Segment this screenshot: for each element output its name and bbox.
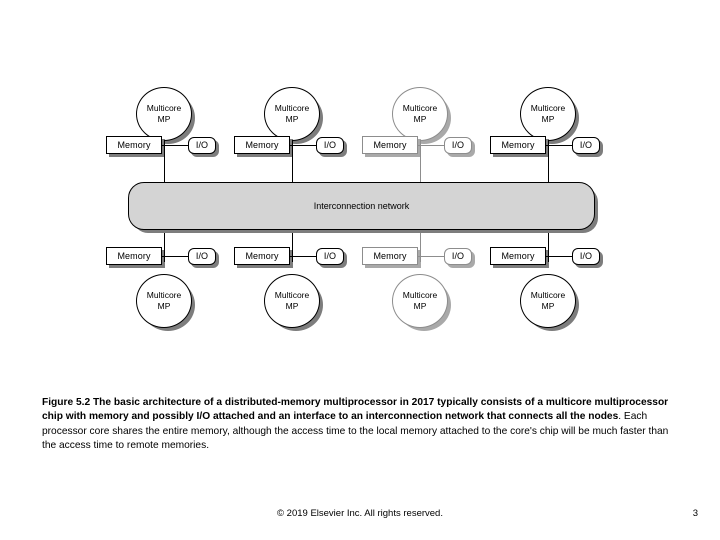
copyright-notice: © 2019 Elsevier Inc. All rights reserved… (277, 508, 443, 519)
multicore-mp-label-line1: Multicore (530, 290, 566, 301)
node-bus-connector (292, 140, 293, 182)
figure-caption-regular: . Each processor core shares the entire … (42, 411, 669, 452)
node-bus-connector (420, 140, 421, 182)
node-bus-connector (548, 230, 549, 262)
io-box: I/O (444, 137, 472, 154)
memory-label: Memory (373, 139, 407, 150)
multicore-mp-label-line1: Multicore (274, 290, 310, 301)
memory-box: Memory (362, 247, 418, 265)
node-bus-connector (548, 140, 549, 182)
interconnection-network-bar: Interconnection network (128, 182, 595, 230)
memory-io-rail (162, 256, 188, 257)
multicore-mp-label-line1: Multicore (402, 290, 438, 301)
memory-io-rail (418, 256, 444, 257)
multicore-mp-label-line1: Multicore (402, 103, 438, 114)
memory-io-rail (290, 256, 316, 257)
memory-io-rail (290, 145, 316, 146)
io-box: I/O (572, 137, 600, 154)
memory-box: Memory (234, 247, 290, 265)
io-label: I/O (451, 140, 465, 150)
multicore-mp-label-line2: MP (157, 301, 171, 311)
multicore-mp-label-line2: MP (413, 301, 427, 311)
memory-label: Memory (245, 250, 279, 261)
multicore-mp-label-line1: Multicore (274, 103, 310, 114)
io-box: I/O (316, 137, 344, 154)
memory-box: Memory (490, 136, 546, 154)
io-label: I/O (579, 140, 593, 150)
multicore-mp-label-line2: MP (285, 114, 299, 124)
io-box: I/O (316, 248, 344, 265)
multicore-mp-label-line2: MP (285, 301, 299, 311)
memory-label: Memory (245, 139, 279, 150)
memory-io-rail (418, 145, 444, 146)
memory-box: Memory (106, 247, 162, 265)
figure-caption: Figure 5.2 The basic architecture of a d… (42, 396, 676, 454)
multicore-mp-label-line2: MP (413, 114, 427, 124)
node-bus-connector (164, 230, 165, 262)
memory-box: Memory (106, 136, 162, 154)
memory-label: Memory (117, 139, 151, 150)
node-bus-connector (420, 230, 421, 262)
io-box: I/O (444, 248, 472, 265)
multicore-mp-label-line1: Multicore (146, 290, 182, 301)
page-number: 3 (692, 508, 698, 519)
io-label: I/O (451, 251, 465, 261)
multicore-mp-label-line2: MP (541, 301, 555, 311)
memory-label: Memory (501, 139, 535, 150)
io-box: I/O (572, 248, 600, 265)
io-box: I/O (188, 248, 216, 265)
node-bus-connector (292, 230, 293, 262)
interconnection-network-label: Interconnection network (313, 201, 410, 211)
io-label: I/O (579, 251, 593, 261)
memory-label: Memory (373, 250, 407, 261)
node-bus-connector (164, 140, 165, 182)
memory-box: Memory (490, 247, 546, 265)
memory-label: Memory (501, 250, 535, 261)
memory-io-rail (546, 256, 572, 257)
memory-label: Memory (117, 250, 151, 261)
memory-box: Memory (234, 136, 290, 154)
multicore-mp-label-line1: Multicore (146, 103, 182, 114)
io-label: I/O (195, 251, 209, 261)
io-box: I/O (188, 137, 216, 154)
memory-box: Memory (362, 136, 418, 154)
io-label: I/O (195, 140, 209, 150)
figure-caption-bold: Figure 5.2 The basic architecture of a d… (42, 397, 669, 423)
multicore-mp-label-line2: MP (157, 114, 171, 124)
io-label: I/O (323, 251, 337, 261)
io-label: I/O (323, 140, 337, 150)
multicore-mp-label-line2: MP (541, 114, 555, 124)
memory-io-rail (546, 145, 572, 146)
multicore-mp-label-line1: Multicore (530, 103, 566, 114)
memory-io-rail (162, 145, 188, 146)
